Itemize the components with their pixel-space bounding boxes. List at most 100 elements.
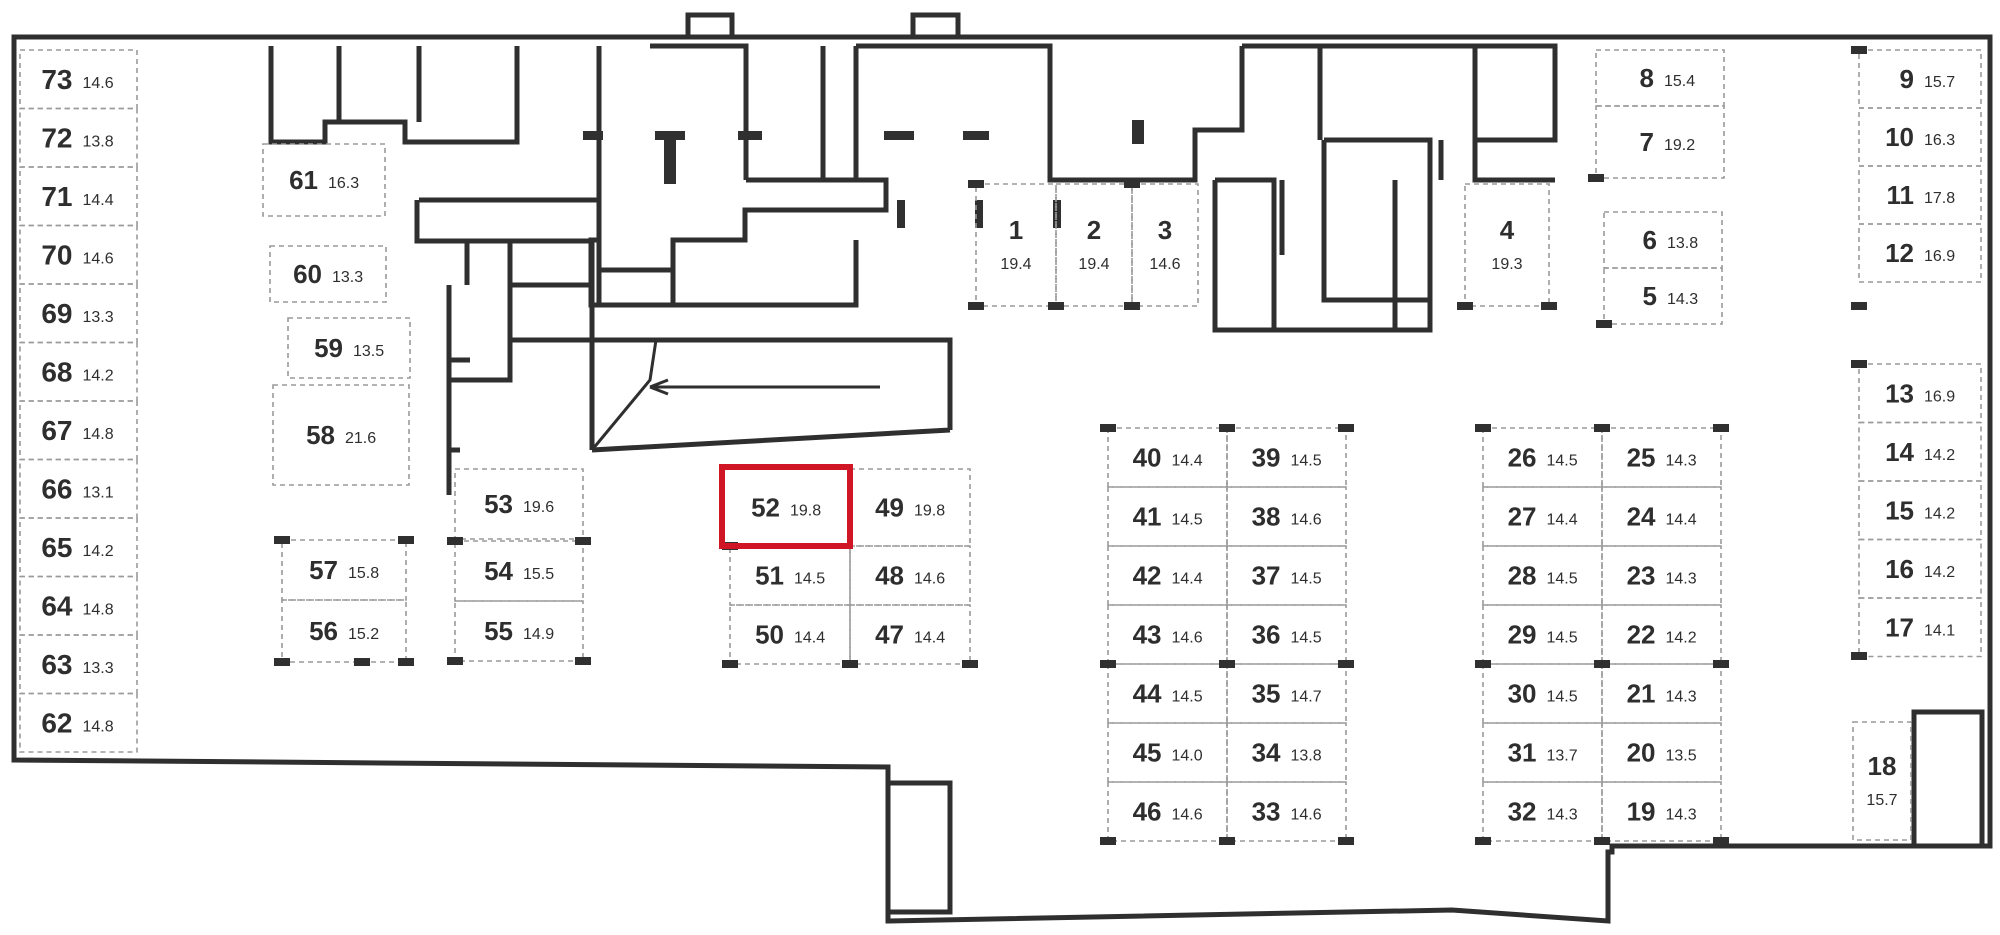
spot-click-area[interactable] (1859, 481, 1981, 540)
spot-click-area[interactable] (1483, 782, 1602, 841)
spot-click-area[interactable] (976, 184, 1056, 306)
spot-click-area[interactable] (1604, 268, 1722, 324)
spot-click-area[interactable] (1108, 605, 1227, 664)
spot-click-area[interactable] (20, 226, 137, 285)
parking-spot-3[interactable]: 314.6 (1131, 183, 1199, 307)
spot-click-area[interactable] (20, 109, 137, 168)
spot-click-area[interactable] (1465, 184, 1549, 306)
spot-click-area[interactable] (20, 167, 137, 226)
spot-click-area[interactable] (1483, 487, 1602, 546)
spot-click-area[interactable] (1227, 782, 1346, 841)
spot-click-area[interactable] (270, 246, 386, 302)
spot-click-area[interactable] (455, 541, 583, 601)
spot-click-area[interactable] (1108, 723, 1227, 782)
spot-click-area[interactable] (20, 50, 137, 109)
spot-click-area[interactable] (1602, 723, 1721, 782)
spot-click-area[interactable] (1859, 224, 1981, 282)
spot-click-area[interactable] (263, 144, 385, 216)
spot-click-area[interactable] (722, 469, 850, 546)
spot-click-area[interactable] (1602, 782, 1721, 841)
spot-click-area[interactable] (850, 546, 970, 605)
spot-click-area[interactable] (1108, 546, 1227, 605)
spot-click-area[interactable] (1602, 605, 1721, 664)
spot-click-area[interactable] (1602, 546, 1721, 605)
spot-click-area[interactable] (1859, 598, 1981, 657)
spot-click-area[interactable] (1483, 723, 1602, 782)
spot-click-area[interactable] (282, 600, 406, 662)
parking-spot-2[interactable]: 219.4 (1055, 183, 1133, 307)
spot-click-area[interactable] (1132, 184, 1198, 306)
spot-click-area[interactable] (455, 469, 583, 539)
spot-click-area[interactable] (20, 460, 137, 519)
spot-click-area[interactable] (1108, 428, 1227, 487)
spot-click-area[interactable] (1227, 605, 1346, 664)
spot-click-area[interactable] (1859, 166, 1981, 224)
spot-click-area[interactable] (1602, 428, 1721, 487)
parking-spot-4[interactable]: 419.3 (1464, 183, 1550, 307)
spot-click-area[interactable] (1056, 184, 1132, 306)
spot-click-area[interactable] (20, 694, 137, 753)
spot-click-area[interactable] (273, 385, 409, 485)
spot-click-area[interactable] (282, 540, 406, 600)
spot-click-area[interactable] (1227, 723, 1346, 782)
spot-click-area[interactable] (20, 284, 137, 343)
spot-click-area[interactable] (1227, 546, 1346, 605)
spot-click-area[interactable] (288, 318, 410, 378)
spot-click-area[interactable] (1227, 487, 1346, 546)
spot-click-area[interactable] (1483, 605, 1602, 664)
spot-click-area[interactable] (1227, 664, 1346, 723)
spot-click-area[interactable] (20, 401, 137, 460)
spot-click-area[interactable] (20, 518, 137, 577)
spot-click-area[interactable] (1602, 664, 1721, 723)
spot-click-area[interactable] (730, 605, 850, 664)
spot-click-area[interactable] (20, 343, 137, 402)
spot-click-area[interactable] (850, 605, 970, 664)
spot-click-area[interactable] (1859, 50, 1981, 108)
